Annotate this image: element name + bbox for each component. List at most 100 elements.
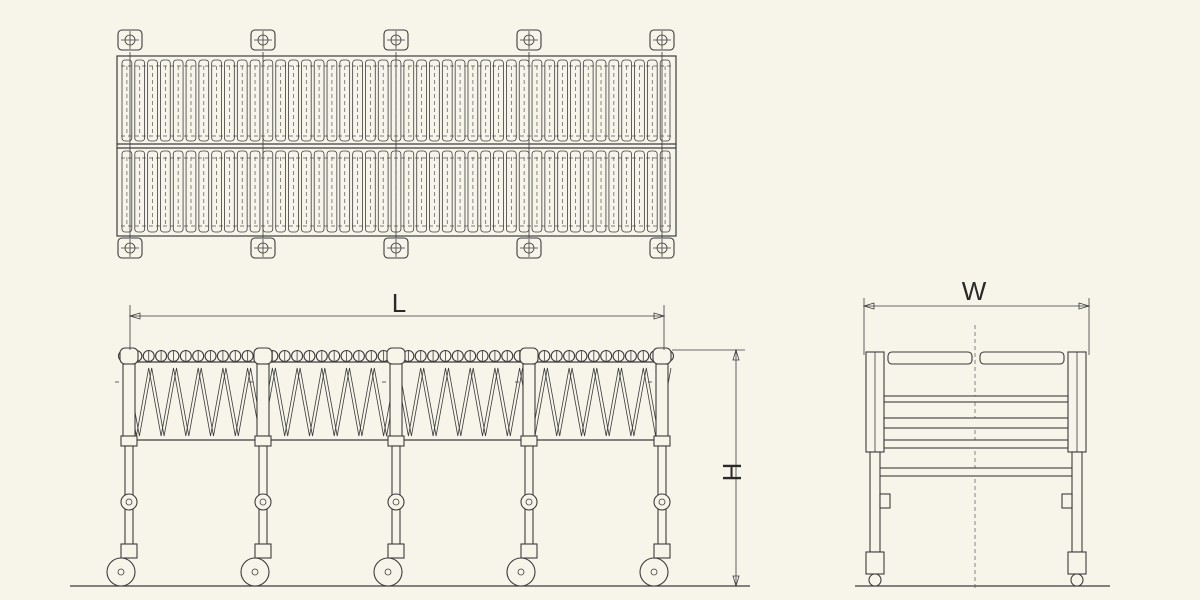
caster-wheel-icon [506,557,536,587]
caster-mount [120,543,138,559]
top-roller [249,59,261,142]
leg-top-bracket [119,347,139,365]
top-roller [339,150,351,233]
top-roller [493,150,504,233]
top-roller [134,150,146,233]
top-roller [300,150,312,233]
top-roller [339,59,351,142]
top-roller [198,59,210,142]
end-knob-right [1061,493,1073,509]
top-roller [288,59,299,142]
caster-mount [387,543,405,559]
caster-mount [653,543,671,559]
top-roller [326,150,338,233]
width-label: W [962,276,987,306]
top-roller [467,59,479,142]
top-rollers [121,59,671,233]
caster-axle [650,568,658,576]
height-label: H [717,463,747,482]
top-roller [582,150,594,233]
end-roller-left [887,351,973,365]
end-caster-left [865,551,885,575]
length-dimension: L [128,288,666,350]
top-roller [198,150,210,233]
top-roller [416,59,427,142]
top-view [116,29,677,259]
top-roller [262,59,274,142]
top-roller [134,59,146,142]
caster-mount [254,543,272,559]
leg-lower-bracket [520,435,538,447]
end-view: W [855,276,1110,590]
top-roller [147,150,158,233]
top-roller [416,150,427,233]
top-roller [288,150,299,233]
top-roller [634,59,645,142]
top-roller [582,59,594,142]
top-roller [570,59,581,142]
leg-top-bracket [386,347,406,365]
height-knob-center [259,498,267,506]
caster-mount [520,543,538,559]
top-roller [429,59,440,142]
end-crossbar-2 [883,417,1069,429]
end-knob-left [879,493,891,509]
end-roller-right [979,351,1065,365]
leg-top-bracket [652,347,672,365]
top-roller [557,59,568,142]
end-crossbar-1 [883,395,1069,403]
leg-upper-post [655,363,669,445]
top-roller [185,59,197,142]
top-roller [172,59,184,142]
end-leg-left [869,451,881,553]
top-roller [608,150,620,233]
top-roller [557,150,568,233]
leg-lower-bracket [653,435,671,447]
top-roller [595,150,607,233]
top-roller [236,150,248,233]
top-roller [377,59,389,142]
height-knob-center [525,498,533,506]
leg-lower-bracket [120,435,138,447]
top-roller [275,59,286,142]
top-roller [313,59,325,142]
top-roller [518,59,530,142]
caster-axle [384,568,392,576]
side-legs [106,347,672,587]
top-roller [518,150,530,233]
top-roller [544,150,556,233]
length-label: L [392,288,406,318]
top-roller [659,59,671,142]
leg-upper-post [389,363,403,445]
top-mounting-tabs [117,29,675,259]
top-roller [441,59,453,142]
top-roller [224,59,235,142]
caster-wheel-icon [240,557,270,587]
caster-axle [117,568,125,576]
height-knob-center [658,498,666,506]
height-knob-center [125,498,133,506]
caster-axle [517,568,525,576]
top-roller [365,150,376,233]
end-wheel-right [1070,573,1084,587]
top-roller [403,150,415,233]
top-roller [608,59,620,142]
top-roller [352,59,363,142]
top-roller [570,150,581,233]
end-crossbar-3 [883,439,1069,449]
top-roller [595,59,607,142]
top-roller [441,150,453,233]
top-roller [313,150,325,233]
height-knob-icon [254,493,272,511]
top-roller [211,150,222,233]
top-roller [160,150,171,233]
top-roller [275,150,286,233]
height-dimension: H [672,348,747,588]
caster-axle [251,568,259,576]
height-knob-icon [120,493,138,511]
top-roller [352,150,363,233]
top-roller [467,150,479,233]
top-roller [160,59,171,142]
top-roller [377,150,389,233]
